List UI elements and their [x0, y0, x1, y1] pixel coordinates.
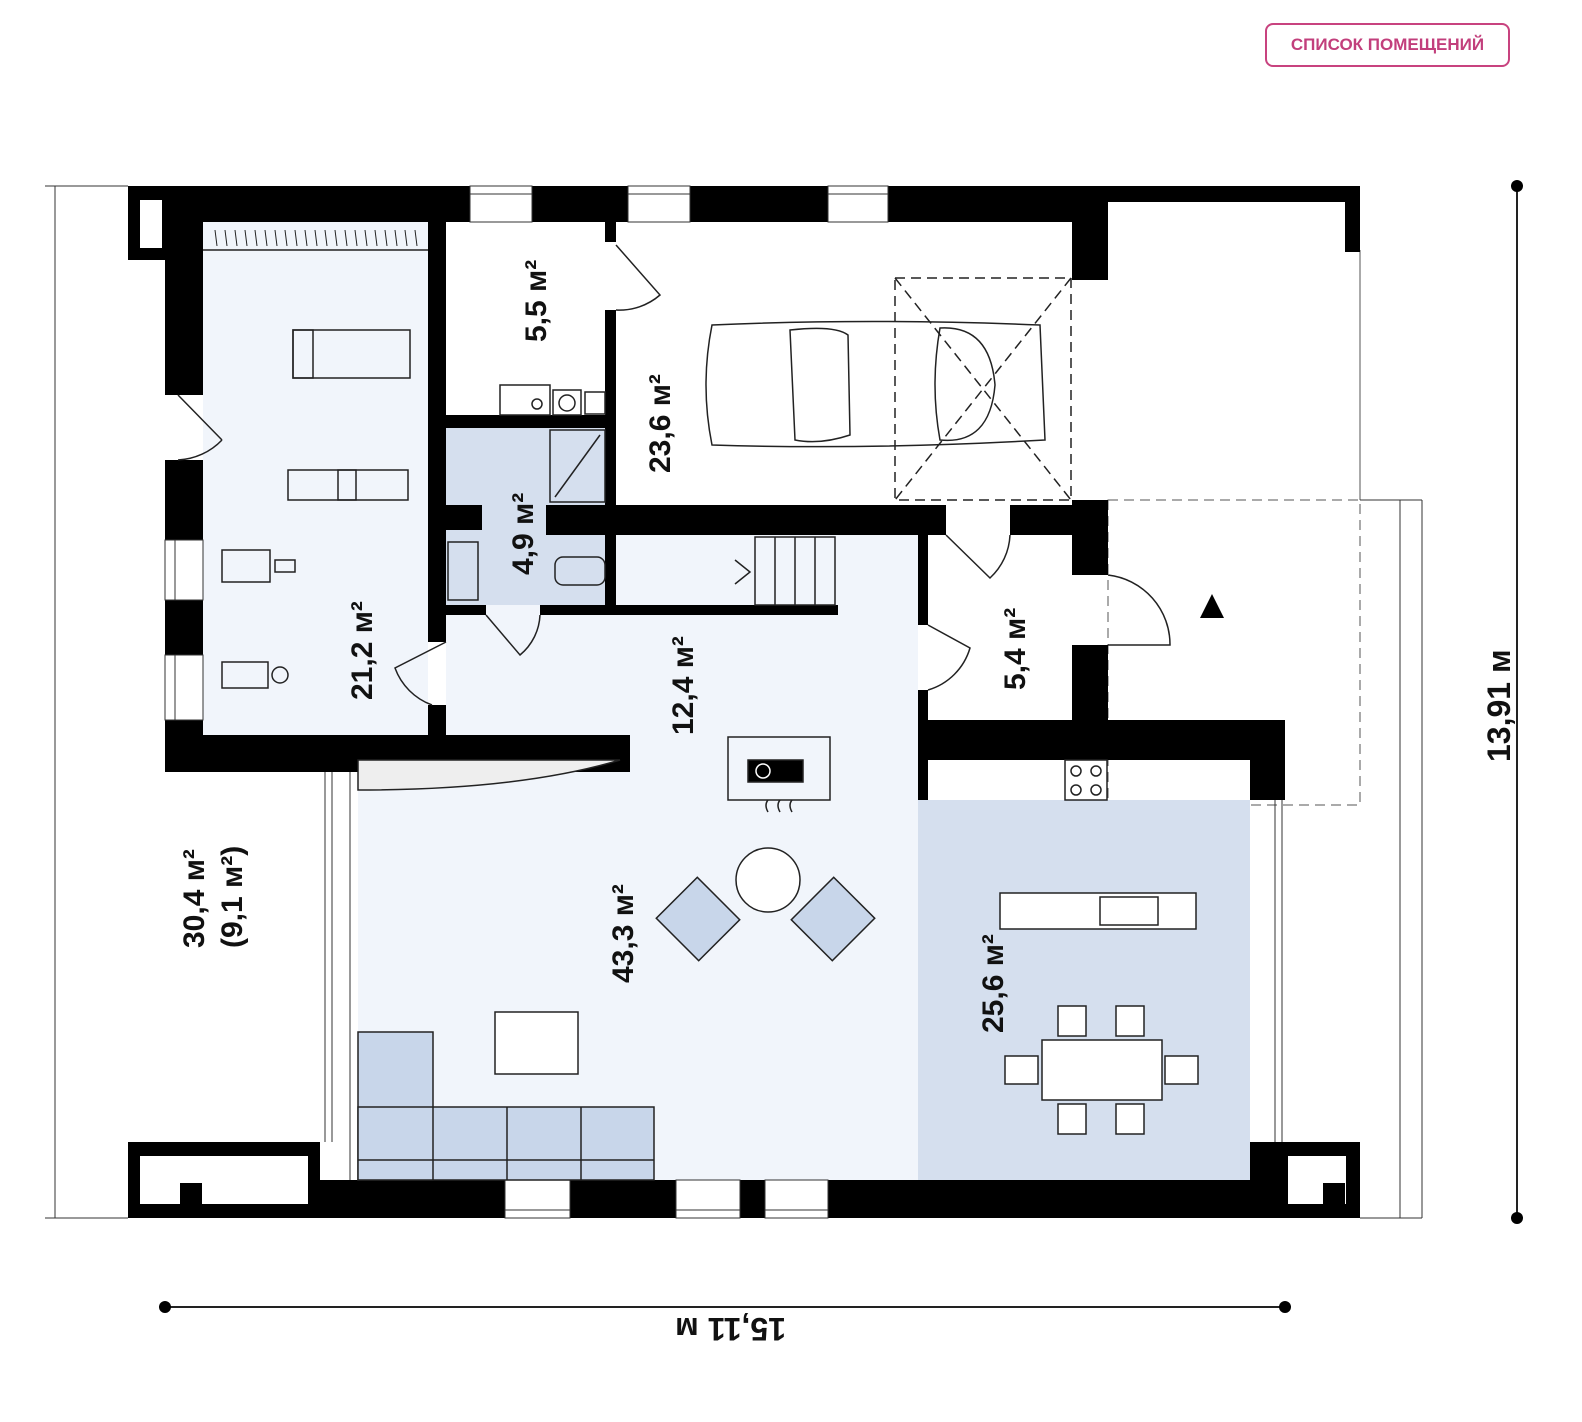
depth-label: 13,91 м	[1481, 649, 1517, 762]
wardrobe	[203, 229, 428, 251]
walls	[128, 186, 1360, 1218]
rug	[494, 1011, 579, 1075]
fireplace	[357, 759, 621, 791]
room-label-vestibule: 5,4 м²	[999, 608, 1032, 690]
armchair-right	[790, 876, 876, 962]
room-label-hall: 12,4 м²	[667, 636, 700, 735]
room-label-storage: 5,5 м²	[520, 260, 553, 342]
room-hall	[446, 605, 918, 735]
bike-icon	[221, 549, 271, 583]
room-label-terrace: 30,4 м²	[178, 849, 211, 948]
stove-icon	[1064, 759, 1108, 801]
dimension-depth: 13,91 м	[1481, 180, 1523, 1224]
room-label-gym: 21,2 м²	[346, 601, 379, 700]
room-label-terrace-covered: (9,1 м²)	[216, 846, 249, 948]
rooms-list-button[interactable]: СПИСОК ПОМЕЩЕНИЙ	[1265, 23, 1510, 67]
washing-area	[499, 384, 551, 416]
bench-icon	[221, 661, 269, 689]
car-icon	[705, 277, 1072, 501]
room-living	[358, 735, 918, 1180]
kitchen-island	[999, 892, 1197, 930]
sink-icon	[447, 541, 479, 601]
room-gym	[203, 222, 428, 735]
windows	[164, 185, 1283, 1219]
cooktop-island	[727, 736, 831, 801]
room-label-kitchen: 25,6 м²	[977, 934, 1010, 1033]
dimension-width: 15,11 м	[159, 1301, 1291, 1347]
coffee-table	[735, 847, 801, 913]
furniture	[203, 229, 1199, 1181]
armchair-left	[655, 876, 741, 962]
shower-icon	[549, 429, 606, 503]
boiler-icon	[552, 389, 582, 416]
width-label: 15,11 м	[675, 1311, 786, 1347]
room-labels: 21,2 м² 5,5 м² 4,9 м² 23,6 м² 12,4 м² 5,…	[178, 260, 1032, 1033]
stairs-icon	[734, 536, 836, 606]
kitchen-sink-icon	[1099, 896, 1159, 926]
toilet-icon	[554, 556, 606, 586]
dining-table	[1004, 1005, 1199, 1135]
sofa	[357, 1031, 655, 1181]
doors	[177, 244, 1171, 706]
room-label-garage: 23,6 м²	[644, 374, 677, 473]
room-label-living: 43,3 м²	[607, 884, 640, 983]
entrance-arrow-icon	[1200, 594, 1224, 618]
room-label-bathroom: 4,9 м²	[507, 493, 540, 575]
